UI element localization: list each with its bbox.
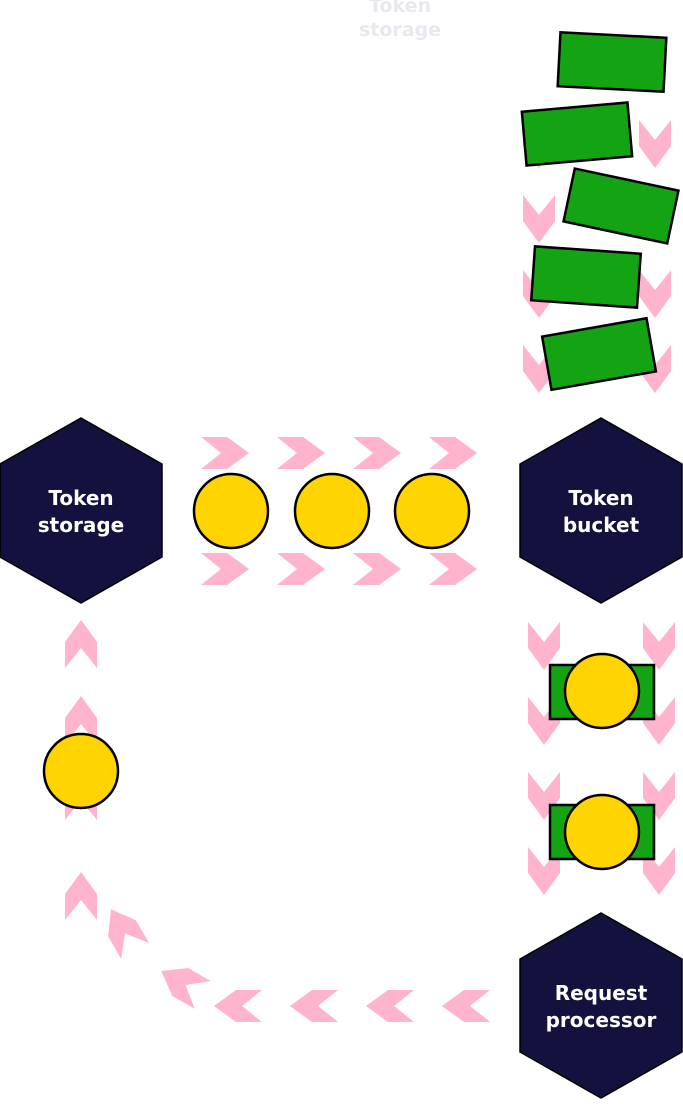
node-token-storage: Token storage bbox=[0, 417, 163, 604]
token-returning bbox=[42, 732, 120, 810]
token bbox=[393, 472, 471, 550]
request-queue bbox=[520, 30, 680, 392]
request-block bbox=[556, 30, 668, 94]
arrow-down bbox=[639, 270, 671, 318]
token bbox=[192, 472, 270, 550]
arrow-left bbox=[290, 990, 338, 1022]
arrow-right bbox=[429, 437, 477, 469]
hexagon bbox=[519, 912, 683, 1099]
arrow-down bbox=[528, 622, 560, 670]
node-token-bucket: Token bucket bbox=[519, 417, 683, 604]
request-with-token bbox=[548, 652, 656, 730]
arrow-curve bbox=[97, 901, 149, 959]
token bbox=[563, 652, 641, 730]
tokens-in-transit bbox=[192, 472, 471, 550]
arrow-right bbox=[353, 437, 401, 469]
token bbox=[293, 472, 371, 550]
request-block bbox=[540, 316, 658, 392]
arrow-curve bbox=[153, 957, 211, 1009]
arrow-right bbox=[201, 437, 249, 469]
arrow-lane-return bbox=[65, 620, 490, 1022]
node-label: storage bbox=[38, 513, 124, 537]
arrow-right bbox=[277, 553, 325, 585]
node-label: bucket bbox=[563, 513, 640, 537]
node-label: Request bbox=[555, 981, 648, 1005]
arrow-lane-lower bbox=[201, 553, 477, 585]
hexagon bbox=[0, 417, 163, 604]
arrow-left bbox=[442, 990, 490, 1022]
arrow-up bbox=[65, 872, 97, 920]
arrow-left bbox=[214, 990, 262, 1022]
node-request-processor: Request processor bbox=[519, 912, 683, 1099]
arrow-left bbox=[366, 990, 414, 1022]
request-block bbox=[562, 167, 680, 245]
node-label: processor bbox=[546, 1008, 657, 1032]
hexagon bbox=[519, 417, 683, 604]
arrow-lane-upper bbox=[201, 437, 477, 469]
arrow-up bbox=[65, 620, 97, 668]
arrow-down bbox=[639, 120, 671, 168]
token bbox=[563, 793, 641, 871]
arrow-right bbox=[201, 553, 249, 585]
arrow-right bbox=[429, 553, 477, 585]
arrow-right bbox=[353, 553, 401, 585]
node-label: Token bbox=[568, 486, 633, 510]
arrow-down bbox=[523, 195, 555, 243]
arrow-down bbox=[643, 622, 675, 670]
request-block bbox=[529, 245, 643, 309]
arrow-right bbox=[277, 437, 325, 469]
request-block bbox=[520, 101, 634, 167]
request-with-token bbox=[548, 793, 656, 871]
faded-top-label: Token storage bbox=[358, 0, 442, 41]
node-label: Token bbox=[48, 486, 113, 510]
